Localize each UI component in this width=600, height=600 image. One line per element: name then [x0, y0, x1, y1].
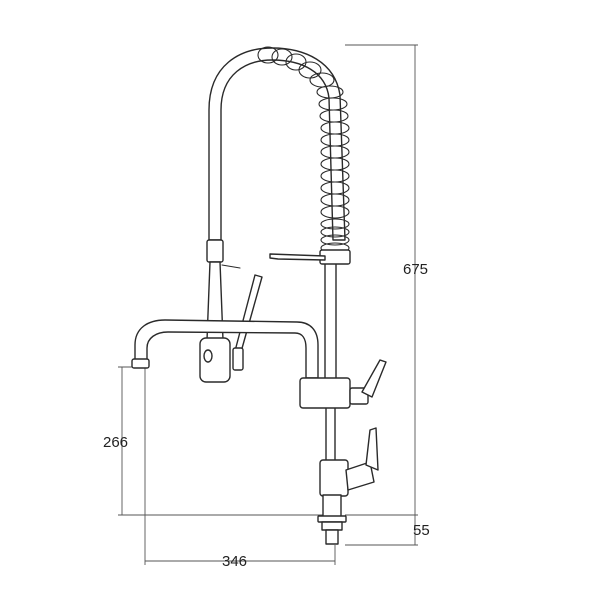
upper-valve-lever [361, 359, 387, 398]
riser-column-upper [324, 261, 337, 383]
dimension-lines [118, 44, 418, 565]
spring-coil [257, 46, 350, 254]
spray-trigger-lever [234, 274, 263, 353]
spray-nozzle-outlet [203, 349, 213, 363]
spray-head-hanger [221, 264, 241, 269]
lower-valve-bonnet [345, 461, 375, 491]
lower-valve-body [319, 459, 349, 497]
spout-reach-label: 346 [222, 553, 247, 570]
base-thread [325, 529, 339, 545]
base-nut [321, 521, 343, 531]
spray-trigger-base [232, 347, 244, 371]
riser-column-lower [325, 404, 336, 466]
spray-nozzle [199, 337, 231, 383]
spray-head-connector [206, 239, 224, 263]
lower-valve-lever [365, 427, 379, 471]
pre-rinse-tap [131, 46, 387, 545]
base-height-label: 55 [413, 522, 430, 539]
spout-height-label: 266 [103, 434, 128, 451]
base-stem [322, 494, 342, 518]
spray-head [199, 239, 263, 383]
overall-height-label: 675 [403, 261, 428, 278]
spout-aerator [131, 358, 150, 369]
upper-valve-body [299, 377, 351, 409]
base-flange [317, 515, 347, 523]
spray-hook-bracket [269, 253, 326, 261]
arched-hose-pipe [208, 47, 346, 241]
